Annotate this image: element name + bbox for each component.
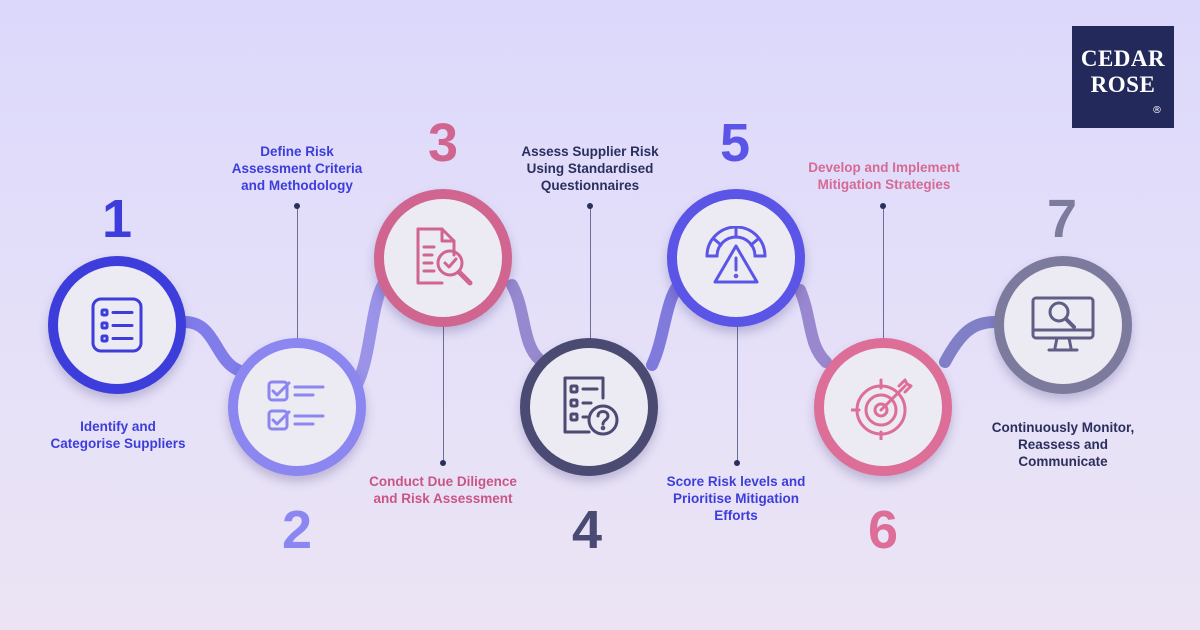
- registered-mark: ®: [1152, 105, 1162, 116]
- leader-line-4: [590, 208, 591, 358]
- step-4-circle: [520, 338, 658, 476]
- brand-logo-line2: ROSE: [1090, 72, 1156, 97]
- checklist-icon: [267, 380, 325, 431]
- list-icon: [91, 297, 143, 353]
- leader-line-3: [443, 305, 444, 465]
- brand-logo: CEDAR ROSE ®: [1072, 26, 1174, 128]
- step-3-label: Conduct Due Diligence and Risk Assessmen…: [369, 474, 517, 506]
- questionnaire-icon: [563, 376, 619, 436]
- step-1-number: 1: [101, 189, 133, 249]
- leader-line-5: [737, 305, 738, 465]
- step-3-circle: [374, 189, 512, 327]
- step-5-label: Score Risk levels and Prioritise Mitigat…: [666, 474, 806, 523]
- leader-line-6: [883, 208, 884, 358]
- risk-gauge-icon: [705, 226, 767, 284]
- step-6-circle: [814, 338, 952, 476]
- step-7-label: Continuously Monitor, Reassess and Commu…: [991, 420, 1135, 469]
- brand-logo-line1: CEDAR: [1080, 46, 1166, 71]
- step-4-label: Assess Supplier Risk Using Standardised …: [521, 144, 659, 193]
- step-6-number: 6: [867, 500, 899, 560]
- step-7-circle: [994, 256, 1132, 394]
- leader-dot-4-top: [587, 203, 593, 209]
- step-6-label: Develop and Implement Mitigation Strateg…: [808, 160, 960, 192]
- leader-dot-6-top: [880, 203, 886, 209]
- step-1-label: Identify and Categorise Suppliers: [50, 419, 186, 451]
- step-2-number: 2: [281, 500, 313, 560]
- target-icon: [851, 378, 913, 440]
- leader-line-2: [297, 208, 298, 358]
- leader-dot-3-bottom: [440, 460, 446, 466]
- step-3-number: 3: [427, 113, 459, 173]
- step-5-number: 5: [719, 113, 751, 173]
- step-7-number: 7: [1046, 189, 1078, 249]
- step-4-number: 4: [571, 500, 603, 560]
- monitor-search-icon: [1031, 296, 1095, 352]
- step-1-circle: [48, 256, 186, 394]
- leader-dot-5-bottom: [734, 460, 740, 466]
- step-5-circle: [667, 189, 805, 327]
- step-2-circle: [228, 338, 366, 476]
- document-search-icon: [416, 227, 473, 286]
- leader-dot-2-top: [294, 203, 300, 209]
- step-2-label: Define Risk Assessment Criteria and Meth…: [231, 144, 363, 193]
